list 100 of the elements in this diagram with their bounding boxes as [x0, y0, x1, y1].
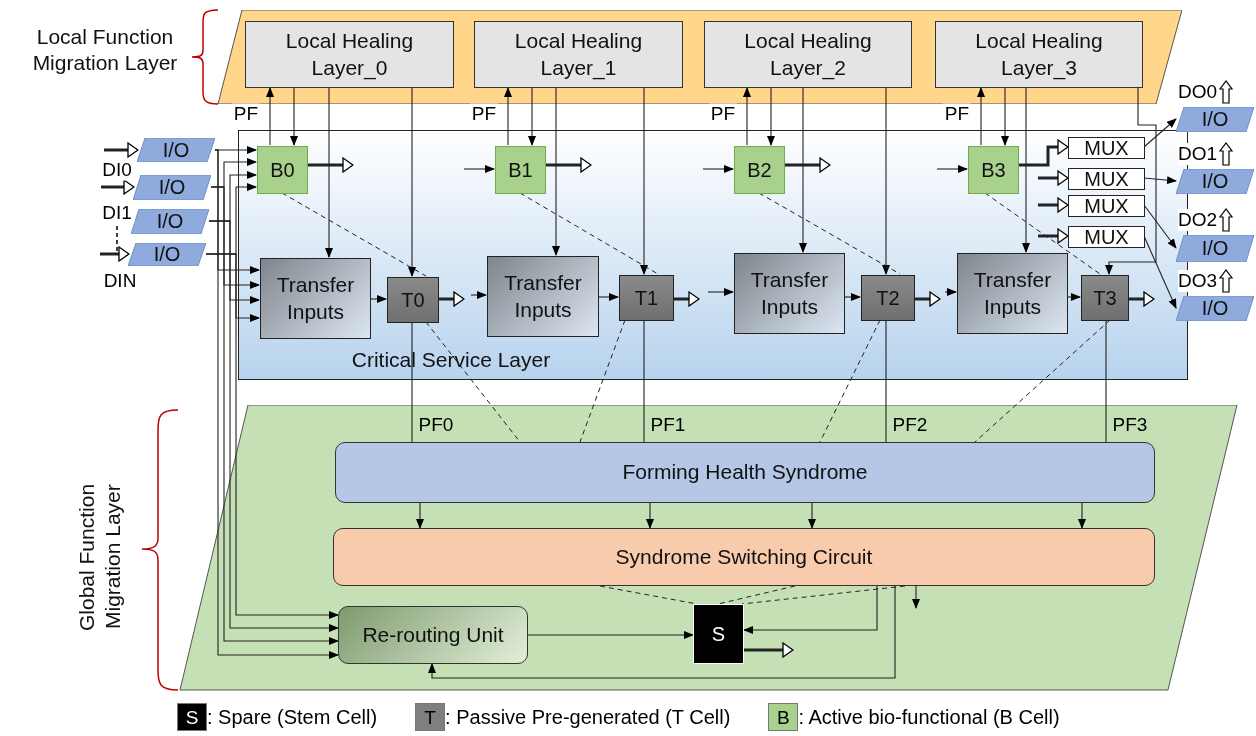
hollow-arrow: [104, 142, 139, 158]
port-label: DO1: [1178, 143, 1218, 165]
node-text: B3: [981, 157, 1006, 183]
arrow: [527, 631, 694, 639]
arrow: [597, 293, 619, 301]
node-text: T1: [634, 285, 659, 311]
process-box: [957, 253, 1068, 334]
hollow-arrow: [673, 291, 700, 307]
node-text: Local Healing Layer_3: [974, 28, 1104, 81]
io-port: [1176, 169, 1254, 194]
arrow: [504, 87, 512, 146]
arrow: [912, 585, 920, 609]
node-text: I/O: [158, 175, 186, 200]
node-text: Re-routing Unit: [362, 621, 504, 648]
arrow: [408, 87, 416, 277]
arrow: [1143, 204, 1177, 249]
hollow-arrow: [1038, 228, 1069, 244]
legend-text: : Spare (Stem Cell): [207, 705, 378, 729]
cell-box: [734, 146, 785, 194]
arrow: [702, 165, 734, 173]
process-box: [335, 442, 1155, 503]
multiplexer-box: [1068, 137, 1145, 159]
legend-swatch: B: [768, 703, 799, 731]
hollow-arrow: [914, 291, 941, 307]
io-port: [131, 209, 209, 234]
dashed-line: [717, 585, 796, 605]
arrow: [882, 87, 890, 275]
node-text: MUX: [1084, 224, 1129, 250]
hollow-arrow: [100, 246, 130, 262]
port-label: DO2: [1178, 209, 1218, 231]
connector-line: [885, 319, 887, 443]
dashed-line: [974, 319, 1111, 443]
multiplexer-box: [1068, 226, 1145, 248]
process-box: [734, 253, 845, 334]
process-box: [333, 528, 1155, 586]
layer-title: Global Function Migration Layer: [74, 482, 126, 633]
hollow-arrow: [307, 157, 354, 173]
hollow-arrow: [1038, 170, 1069, 186]
connector-line: [411, 321, 413, 443]
hollow-arrow: [545, 157, 592, 173]
cell-box: [387, 277, 439, 323]
node-text: B1: [508, 157, 533, 183]
cell-box: [495, 146, 546, 194]
arrow: [936, 165, 968, 173]
node-text: Forming Health Syndrome: [622, 459, 868, 486]
arrow: [1078, 502, 1086, 529]
hollow-arrow: [784, 157, 831, 173]
arrow: [1143, 176, 1177, 185]
process-box: [338, 606, 528, 664]
process-box: [935, 21, 1143, 88]
process-box: [704, 21, 912, 88]
io-port: [128, 243, 206, 266]
node-text: I/O: [156, 209, 184, 234]
arrow: [463, 165, 495, 173]
node-text: B2: [747, 157, 772, 183]
legend-text: : Active bio-functional (B Cell): [798, 705, 1060, 729]
arrow: [528, 87, 536, 146]
cell-box: [257, 146, 308, 194]
process-box: [487, 256, 599, 337]
port-label: DO3: [1178, 270, 1218, 292]
arrow: [640, 87, 648, 275]
node-text: MUX: [1084, 193, 1129, 219]
arrow: [369, 295, 387, 303]
node-text: T3: [1093, 285, 1117, 311]
arrow: [707, 288, 734, 296]
dashed-line: [425, 321, 521, 443]
node-text: I/O: [1201, 169, 1229, 194]
hollow-arrow: [438, 291, 465, 307]
hollow-arrow: [1128, 291, 1155, 307]
node-text: I/O: [162, 137, 190, 163]
spare-cell-box: [693, 604, 744, 664]
cell-box: [619, 275, 674, 321]
arrow: [808, 502, 816, 529]
connector-line: [643, 319, 645, 443]
node-text: B0: [270, 157, 295, 183]
io-port: [1176, 296, 1254, 321]
connector-line: [1105, 319, 1107, 443]
process-box: [245, 21, 454, 88]
node-text: Local Healing Layer_0: [284, 28, 415, 81]
node-text: T0: [401, 287, 425, 313]
hollow-arrow: [1018, 139, 1069, 167]
process-box: [474, 21, 683, 88]
legend-text: : Passive Pre-generated (T Cell): [445, 705, 731, 729]
node-text: T2: [876, 285, 900, 311]
node-text: Local Healing Layer_2: [743, 28, 873, 81]
hollow-arrow: [744, 642, 794, 658]
layer-title: Critical Service Layer: [350, 347, 552, 373]
layer-title: Local Function Migration Layer: [31, 24, 179, 77]
node-text: Transfer Inputs: [503, 270, 583, 323]
arrow: [1066, 293, 1081, 301]
arrow: [977, 87, 985, 146]
legend-swatch: S: [177, 703, 207, 731]
arrow: [1143, 118, 1177, 148]
process-box: [260, 258, 371, 339]
node-text: Syndrome Switching Circuit: [615, 543, 873, 570]
node-text: Transfer Inputs: [972, 267, 1053, 320]
node-text: Transfer Inputs: [275, 272, 356, 325]
arrow: [428, 585, 896, 679]
legend-swatch: T: [415, 703, 446, 731]
arrow: [552, 87, 560, 256]
